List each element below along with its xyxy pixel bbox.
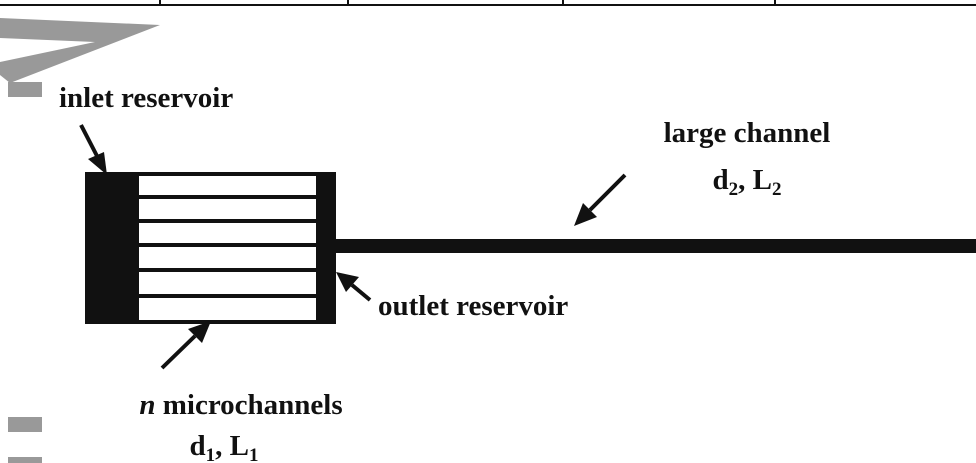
device-body xyxy=(85,172,976,324)
microchannels-label: n microchannels xyxy=(139,389,342,421)
gray-dash-mark-1 xyxy=(8,82,42,97)
top-table-border xyxy=(0,0,976,6)
outlet-arrow xyxy=(336,272,372,302)
large-channel xyxy=(334,239,976,253)
gray-marks xyxy=(0,18,160,463)
outlet-reservoir-label: outlet reservoir xyxy=(378,290,568,322)
large-channel-arrow xyxy=(574,173,627,226)
gray-dash-mark-3 xyxy=(8,457,42,463)
microchannels-dims: d1, L1 xyxy=(190,430,259,463)
gray-dash-mark-2 xyxy=(8,417,42,432)
microchannels-arrow xyxy=(160,321,211,370)
inlet-reservoir xyxy=(87,174,139,322)
arrows xyxy=(79,124,627,370)
gray-chevron-mark xyxy=(0,18,160,83)
large-channel-dims: d2, L2 xyxy=(713,164,782,200)
microchannels xyxy=(139,195,316,298)
inlet-arrow xyxy=(79,124,107,175)
inlet-reservoir-label: inlet reservoir xyxy=(59,82,233,114)
outlet-reservoir xyxy=(316,174,334,322)
large-channel-label: large channel xyxy=(664,117,831,149)
